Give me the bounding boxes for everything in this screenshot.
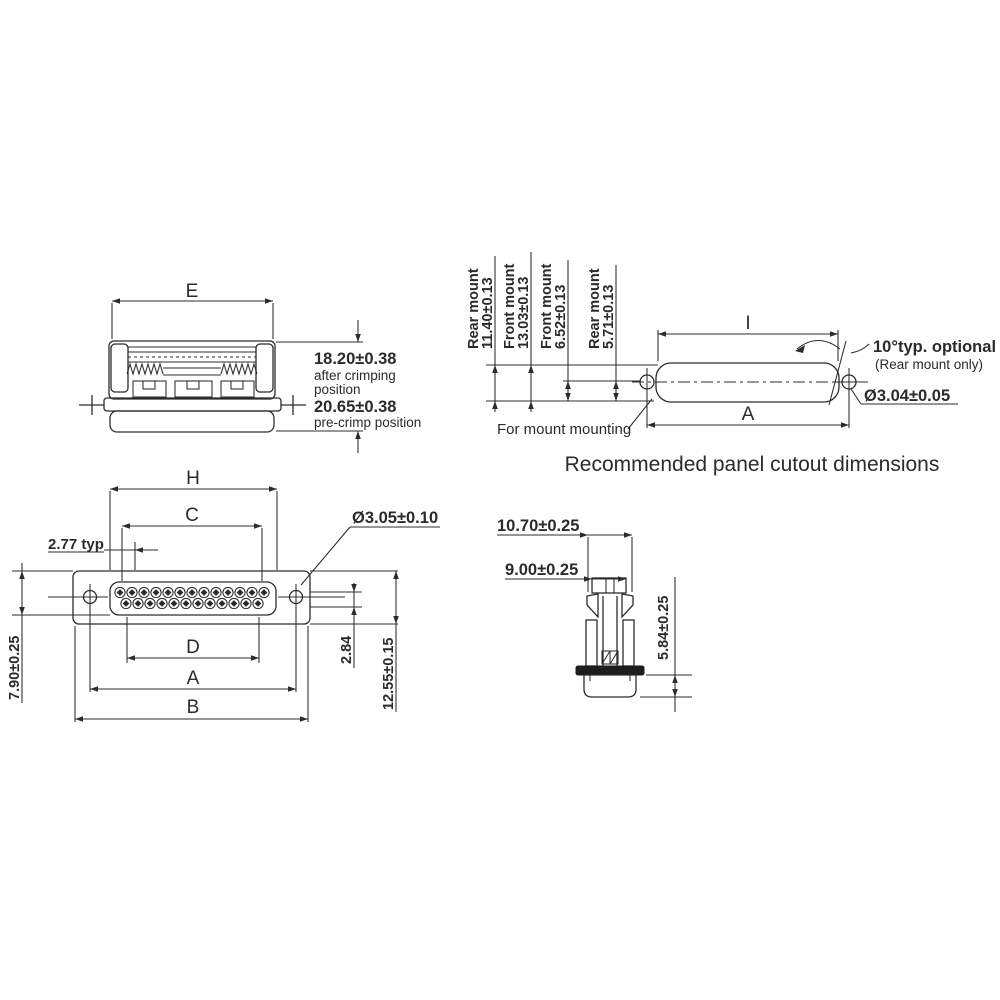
col3-value: 6.52±0.13 (553, 285, 569, 349)
side-view-drawing: 10.70±0.25 9.00±0.25 5.84±0.25 (497, 517, 692, 712)
dim-b-label: B (187, 697, 200, 718)
col4-value: 5.71±0.13 (601, 285, 617, 349)
angle-note-2: (Rear mount only) (875, 357, 983, 372)
pin-socket (114, 586, 126, 599)
after-crimp-value: 18.20±0.38 (314, 350, 396, 368)
side-width-inner: 9.00±0.25 (505, 561, 578, 579)
pin-socket (150, 586, 162, 599)
pin-contact (158, 600, 166, 607)
after-crimp-note-2: position (314, 382, 361, 397)
pin-contact (170, 600, 178, 607)
pin-socket (126, 586, 138, 599)
pin-contact (206, 600, 214, 607)
pin-contact (140, 589, 148, 596)
pitch-label: 2.77 typ (48, 536, 104, 553)
pin-contact (248, 589, 256, 596)
pin-contact (218, 600, 226, 607)
angle-note-1: 10°typ. optional (873, 338, 996, 356)
pin-socket (198, 586, 210, 599)
dim-c-label: C (185, 505, 199, 526)
pin-socket (156, 597, 168, 610)
pin-socket (204, 597, 216, 610)
pin-socket (234, 586, 246, 599)
pin-socket (210, 586, 222, 599)
pin-socket (228, 597, 240, 610)
pin-contact (182, 600, 190, 607)
height-left: 7.90±0.25 (7, 636, 23, 700)
pin-socket (132, 597, 144, 610)
pin-contact (230, 600, 238, 607)
panel-cutout-drawing: Rear mount 11.40±0.13 Front mount 13.03±… (466, 252, 996, 476)
dim-i-label: I (745, 313, 750, 334)
pin-socket (258, 586, 270, 599)
side-height: 5.84±0.25 (656, 596, 672, 660)
pre-crimp-value: 20.65±0.38 (314, 398, 396, 416)
side-width-outer: 10.70±0.25 (497, 517, 579, 535)
pin-socket (174, 586, 186, 599)
pin-contact (134, 600, 142, 607)
pin-contact (254, 600, 262, 607)
col2-value: 13.03±0.13 (516, 277, 532, 349)
pin-contact (128, 589, 136, 596)
pin-contact (146, 600, 154, 607)
pin-socket (240, 597, 252, 610)
pin-contact (116, 589, 124, 596)
pin-socket (168, 597, 180, 610)
dim-a-cutout-label: A (742, 404, 755, 425)
pin-socket (222, 586, 234, 599)
front-hole-dia: Ø3.05±0.10 (352, 509, 438, 527)
dim-height: 12.55±0.15 (381, 638, 397, 710)
pre-crimp-note: pre-crimp position (314, 415, 421, 430)
pin-socket (216, 597, 228, 610)
pin-contact (176, 589, 184, 596)
col3-label: Front mount (539, 263, 555, 349)
col1-value: 11.40±0.13 (480, 277, 496, 349)
dim-row-offset: 2.84 (339, 636, 355, 664)
col4-label: Rear mount (587, 268, 603, 349)
pin-socket (186, 586, 198, 599)
pin-socket (246, 586, 258, 599)
pin-contact (242, 600, 250, 607)
dim-h-label: H (186, 468, 200, 489)
pin-socket (162, 586, 174, 599)
pin-socket (120, 597, 132, 610)
pin-contact (236, 589, 244, 596)
pin-contact (260, 589, 268, 596)
pin-socket (252, 597, 264, 610)
pin-contact (200, 589, 208, 596)
cutout-hole-dia: Ø3.04±0.05 (864, 387, 950, 405)
pin-contact (164, 589, 172, 596)
dim-e-label: E (186, 281, 199, 302)
dim-a-front-label: A (187, 668, 200, 689)
front-view-drawing: H C 2.77 typ Ø3.05±0.10 (7, 468, 440, 722)
pin-socket (144, 597, 156, 610)
pin-contact (224, 589, 232, 596)
col1-label: Rear mount (466, 268, 482, 349)
rear-view-drawing: E 18.20±0.38 (79, 281, 421, 453)
mount-note: For mount mounting (497, 421, 631, 438)
col2-label: Front mount (502, 263, 518, 349)
pin-contact (194, 600, 202, 607)
pin-socket (180, 597, 192, 610)
after-crimp-note-1: after crimping (314, 368, 396, 383)
pin-contact (188, 589, 196, 596)
pin-contact (122, 600, 130, 607)
pin-contact (212, 589, 220, 596)
pin-contact (152, 589, 160, 596)
panel-cutout-caption: Recommended panel cutout dimensions (565, 453, 940, 476)
pin-socket (138, 586, 150, 599)
pin-socket (192, 597, 204, 610)
dim-d-label: D (186, 637, 200, 658)
pin-field (114, 586, 270, 610)
